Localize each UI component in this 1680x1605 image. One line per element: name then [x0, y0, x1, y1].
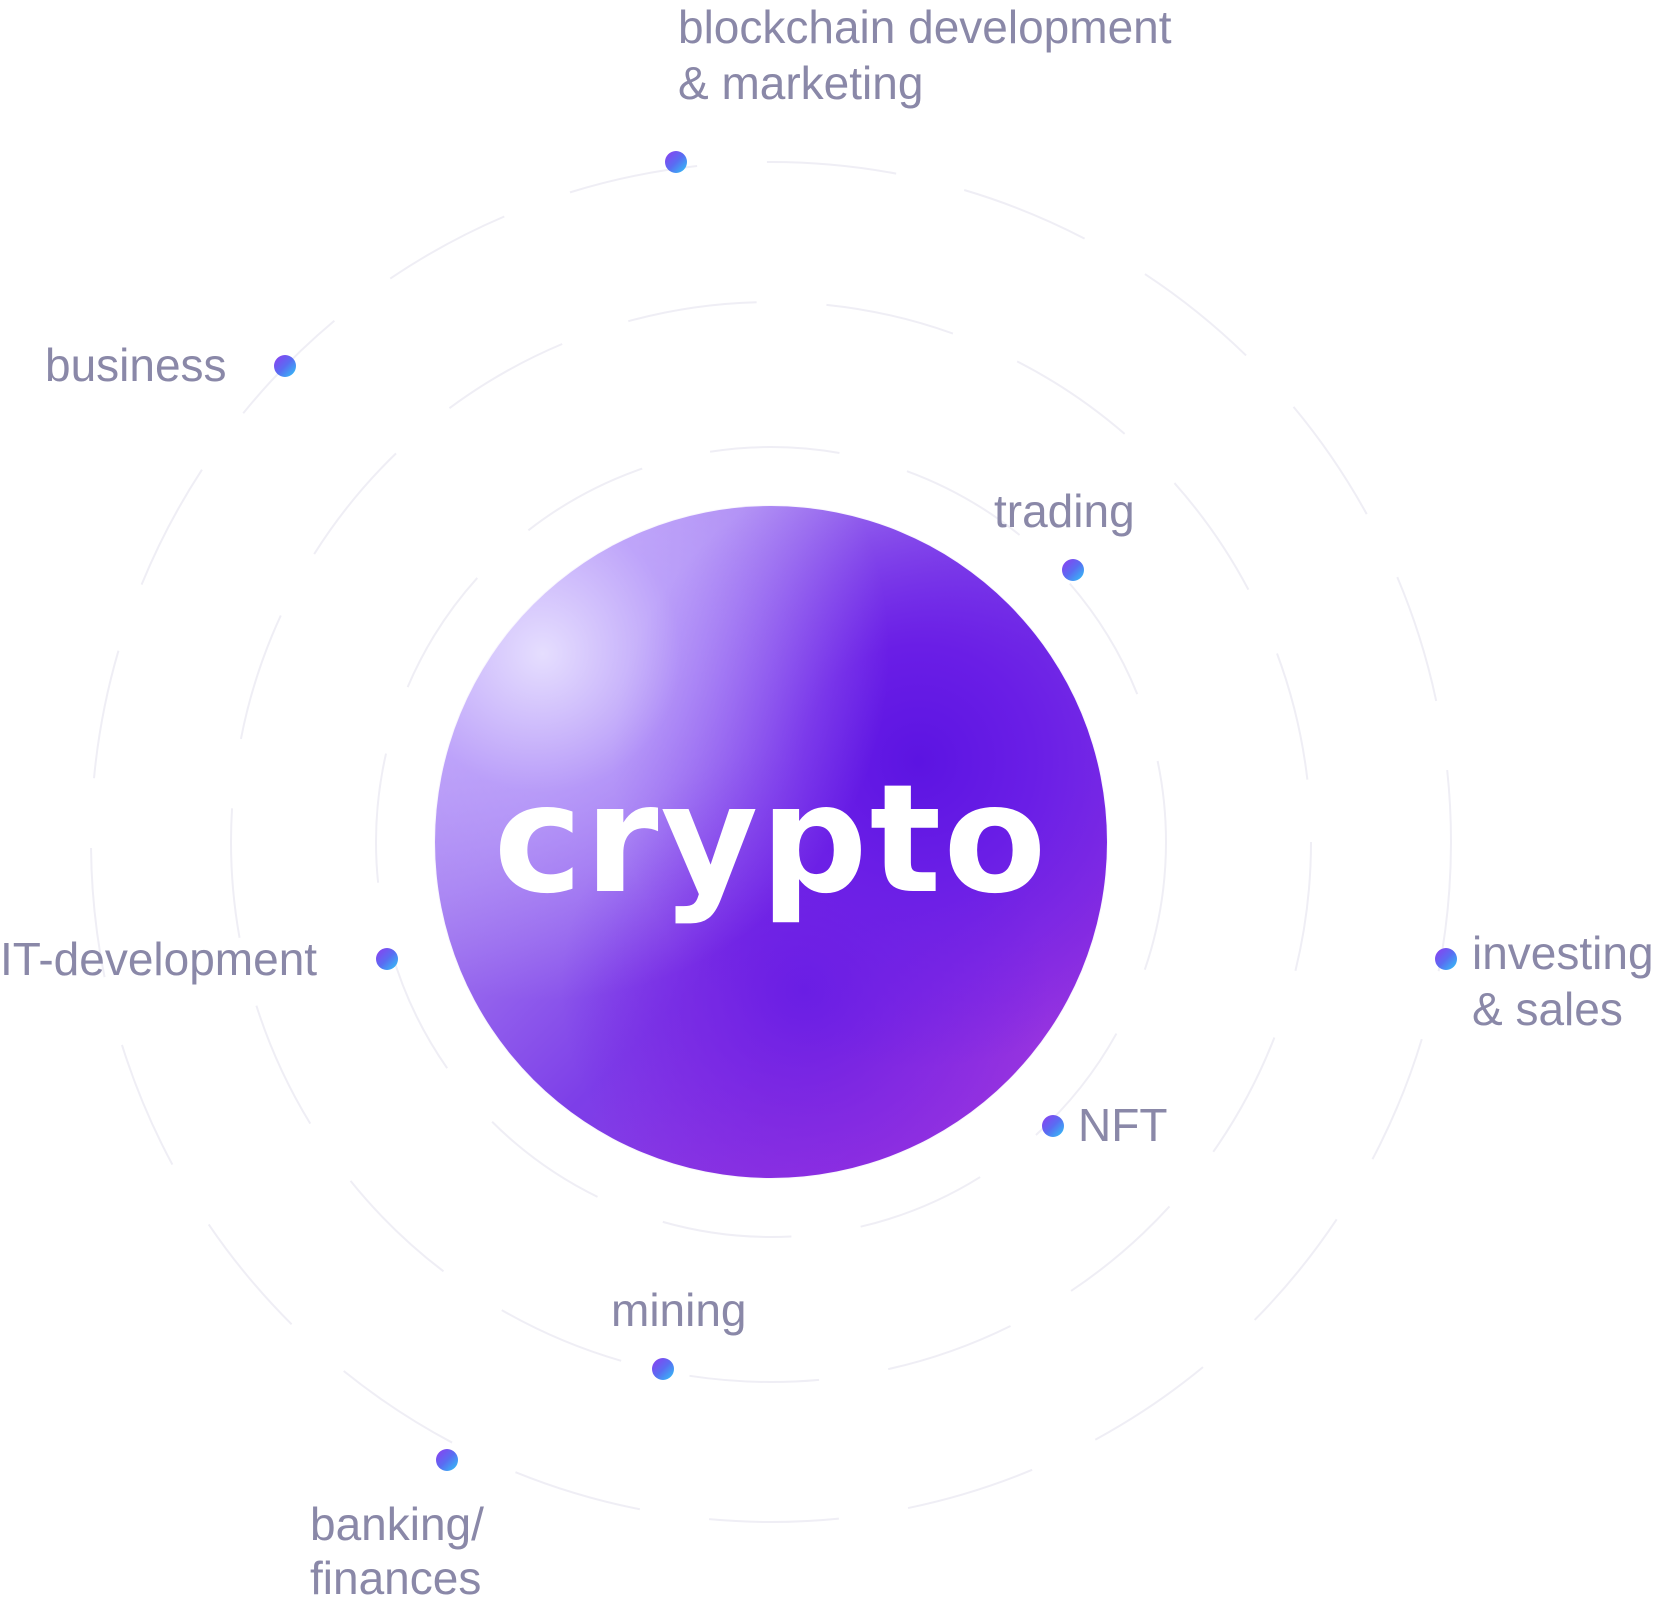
node-dot — [436, 1449, 458, 1471]
node-dot — [376, 948, 398, 970]
node-label: IT-development — [0, 932, 317, 986]
node-dot — [1062, 559, 1084, 581]
node-label: trading — [994, 484, 1135, 538]
node-label: & sales — [1472, 982, 1623, 1036]
crypto-sphere: crypto — [435, 506, 1107, 1178]
node-dot — [665, 151, 687, 173]
node-dot — [1042, 1115, 1064, 1137]
node-label: banking/ — [310, 1497, 484, 1551]
center-label: crypto — [435, 506, 1107, 1178]
node-label: blockchain development — [678, 0, 1172, 54]
node-dot — [652, 1358, 674, 1380]
node-label: NFT — [1078, 1098, 1167, 1152]
node-label: investing — [1472, 926, 1654, 980]
node-label: finances — [310, 1551, 481, 1605]
node-dot — [274, 355, 296, 377]
node-label: & marketing — [678, 56, 923, 110]
node-label: business — [45, 338, 227, 392]
node-dot — [1435, 948, 1457, 970]
node-label: mining — [611, 1283, 747, 1337]
